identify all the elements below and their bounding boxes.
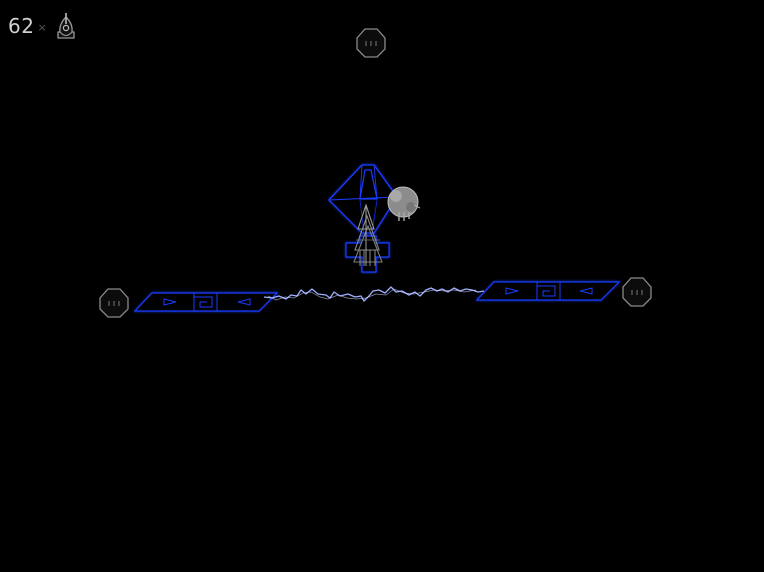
force-gate-icon <box>133 292 279 312</box>
lives-counter: 62 × <box>8 10 82 42</box>
ship-icon <box>57 13 75 39</box>
lightning-beam-icon <box>263 286 485 302</box>
lives-count: 62 <box>8 14 35 38</box>
player-ship[interactable] <box>353 203 383 266</box>
hexagon-mine-icon[interactable] <box>622 277 652 307</box>
lives-multiplier: × <box>37 20 47 34</box>
explosion-debris <box>387 186 421 221</box>
hexagon-mine-icon[interactable] <box>99 288 129 318</box>
hexagon-mine-icon[interactable] <box>356 28 386 58</box>
force-gate-icon <box>475 281 621 301</box>
pyramid-icon <box>328 164 398 273</box>
